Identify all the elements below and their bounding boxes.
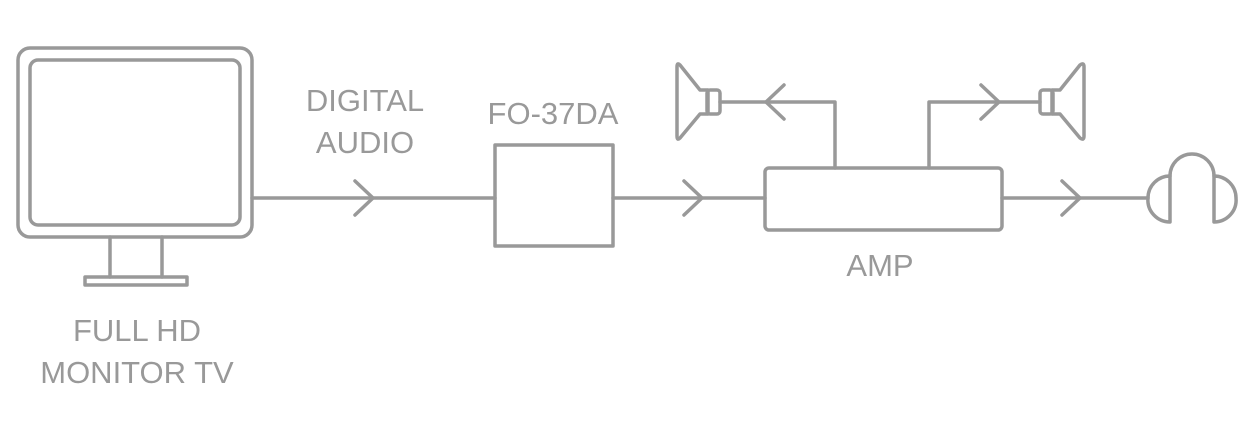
- arrow-right-icon: [353, 179, 375, 217]
- converter-label: FO-37DA: [488, 96, 619, 131]
- digital-audio-label-line2: AUDIO: [316, 125, 414, 160]
- digital-audio-label-line1: DIGITAL: [306, 83, 424, 118]
- right-speaker-icon: [1038, 62, 1086, 141]
- monitor-to-converter-line: [250, 179, 497, 217]
- monitor-label-line1: FULL HD: [73, 313, 201, 348]
- headphones-icon: [1146, 152, 1238, 224]
- amp-label: AMP: [846, 248, 913, 283]
- arrow-right-icon: [979, 83, 1001, 121]
- amp-to-left-speaker-line: [718, 83, 837, 170]
- converter-to-amp-line: [611, 179, 767, 217]
- monitor-label-line2: MONITOR TV: [40, 355, 234, 390]
- amp-to-headphones-line: [1000, 179, 1150, 217]
- amp-box: [763, 166, 1004, 232]
- amp-to-right-speaker-line: [927, 83, 1042, 170]
- arrow-left-icon: [764, 83, 786, 121]
- fo-37da-box: [493, 143, 615, 248]
- monitor-tv-icon: [16, 46, 254, 287]
- arrow-right-icon: [682, 179, 704, 217]
- arrow-right-icon: [1060, 179, 1082, 217]
- left-speaker-icon: [675, 62, 722, 141]
